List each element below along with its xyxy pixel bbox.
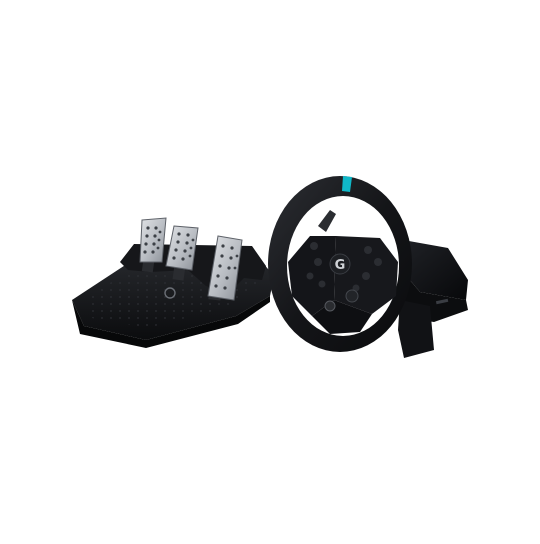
wheel-rotary-dial [345, 289, 359, 303]
steering-wheel: G [268, 176, 412, 352]
pedal-base-edge [72, 296, 270, 348]
wheel-base-front-block [398, 300, 434, 358]
pedal-set [72, 217, 274, 348]
wheel-hub-logo-icon: G [335, 258, 346, 273]
wheel-base-label [435, 298, 449, 305]
wheel-buttons-left [306, 242, 326, 288]
wheel-hub-logo-ring [329, 253, 351, 275]
paddle-shifter-left [318, 210, 336, 232]
wheel-guide-button-icon [324, 300, 336, 312]
wheel-buttons-right [352, 246, 382, 292]
clutch-pedal [139, 217, 167, 263]
throttle-pedal [207, 235, 243, 301]
wheel-center-marker [342, 176, 352, 192]
pedal-logo-icon [164, 287, 176, 299]
brake-pedal [165, 225, 199, 271]
